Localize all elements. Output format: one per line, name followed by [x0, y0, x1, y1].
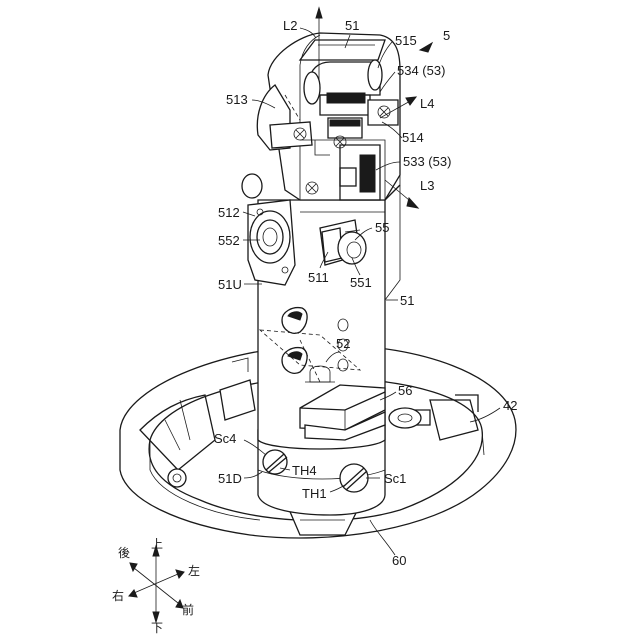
label-533: 533 (53) [403, 154, 451, 169]
label-L2: L2 [283, 18, 297, 33]
label-L3: L3 [420, 178, 434, 193]
label-TH4: TH4 [292, 463, 317, 478]
compass-down: 下 [151, 621, 163, 635]
compass-left: 左 [188, 563, 200, 578]
label-515: 515 [395, 33, 417, 48]
label-Sc4: Sc4 [214, 431, 236, 446]
label-fig-5: 5 [443, 28, 450, 43]
label-60: 60 [392, 553, 406, 568]
label-512: 512 [218, 205, 240, 220]
label-51-top: 51 [345, 18, 359, 33]
compass-up: 上 [151, 537, 163, 551]
label-56: 56 [398, 383, 412, 398]
label-514: 514 [402, 130, 424, 145]
label-552: 552 [218, 233, 240, 248]
label-52: 52 [336, 336, 350, 351]
orientation-compass: 上 後 左 右 前 下 [112, 537, 200, 635]
label-534: 534 (53) [397, 63, 445, 78]
label-42: 42 [503, 398, 517, 413]
label-513: 513 [226, 92, 248, 107]
label-51U: 51U [218, 277, 242, 292]
compass-right: 右 [112, 588, 124, 603]
compass-back: 後 [118, 546, 130, 560]
label-55: 55 [375, 220, 389, 235]
label-551: 551 [350, 275, 372, 290]
label-511: 511 [308, 270, 329, 285]
label-L4: L4 [420, 96, 434, 111]
label-Sc1: Sc1 [384, 471, 406, 486]
label-TH1: TH1 [302, 486, 327, 501]
label-51-right: 51 [400, 293, 414, 308]
compass-front: 前 [182, 602, 194, 617]
label-51D: 51D [218, 471, 242, 486]
